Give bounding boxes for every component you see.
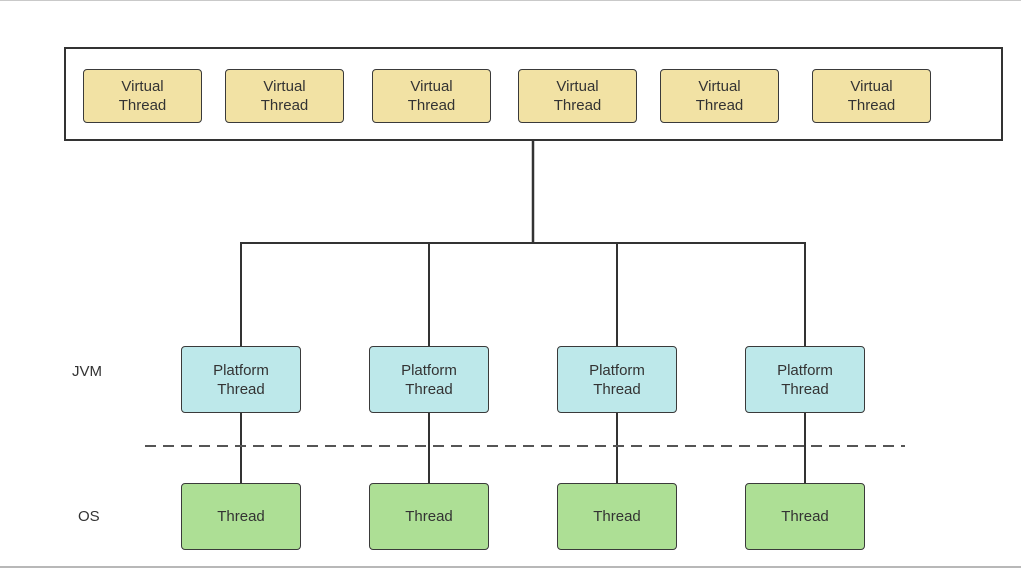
platform-thread-box: Platform Thread	[745, 346, 865, 413]
os-thread-box: Thread	[181, 483, 301, 550]
platform-thread-box: Platform Thread	[557, 346, 677, 413]
jvm-layer-label: JVM	[72, 363, 102, 380]
os-thread-box: Thread	[369, 483, 489, 550]
os-thread-box: Thread	[557, 483, 677, 550]
virtual-thread-box: Virtual Thread	[660, 69, 779, 123]
virtual-thread-box: Virtual Thread	[225, 69, 344, 123]
virtual-thread-box: Virtual Thread	[372, 69, 491, 123]
platform-thread-box: Platform Thread	[181, 346, 301, 413]
platform-thread-box: Platform Thread	[369, 346, 489, 413]
os-layer-label: OS	[78, 508, 100, 525]
virtual-thread-box: Virtual Thread	[83, 69, 202, 123]
virtual-thread-box: Virtual Thread	[518, 69, 637, 123]
os-thread-box: Thread	[745, 483, 865, 550]
virtual-thread-box: Virtual Thread	[812, 69, 931, 123]
